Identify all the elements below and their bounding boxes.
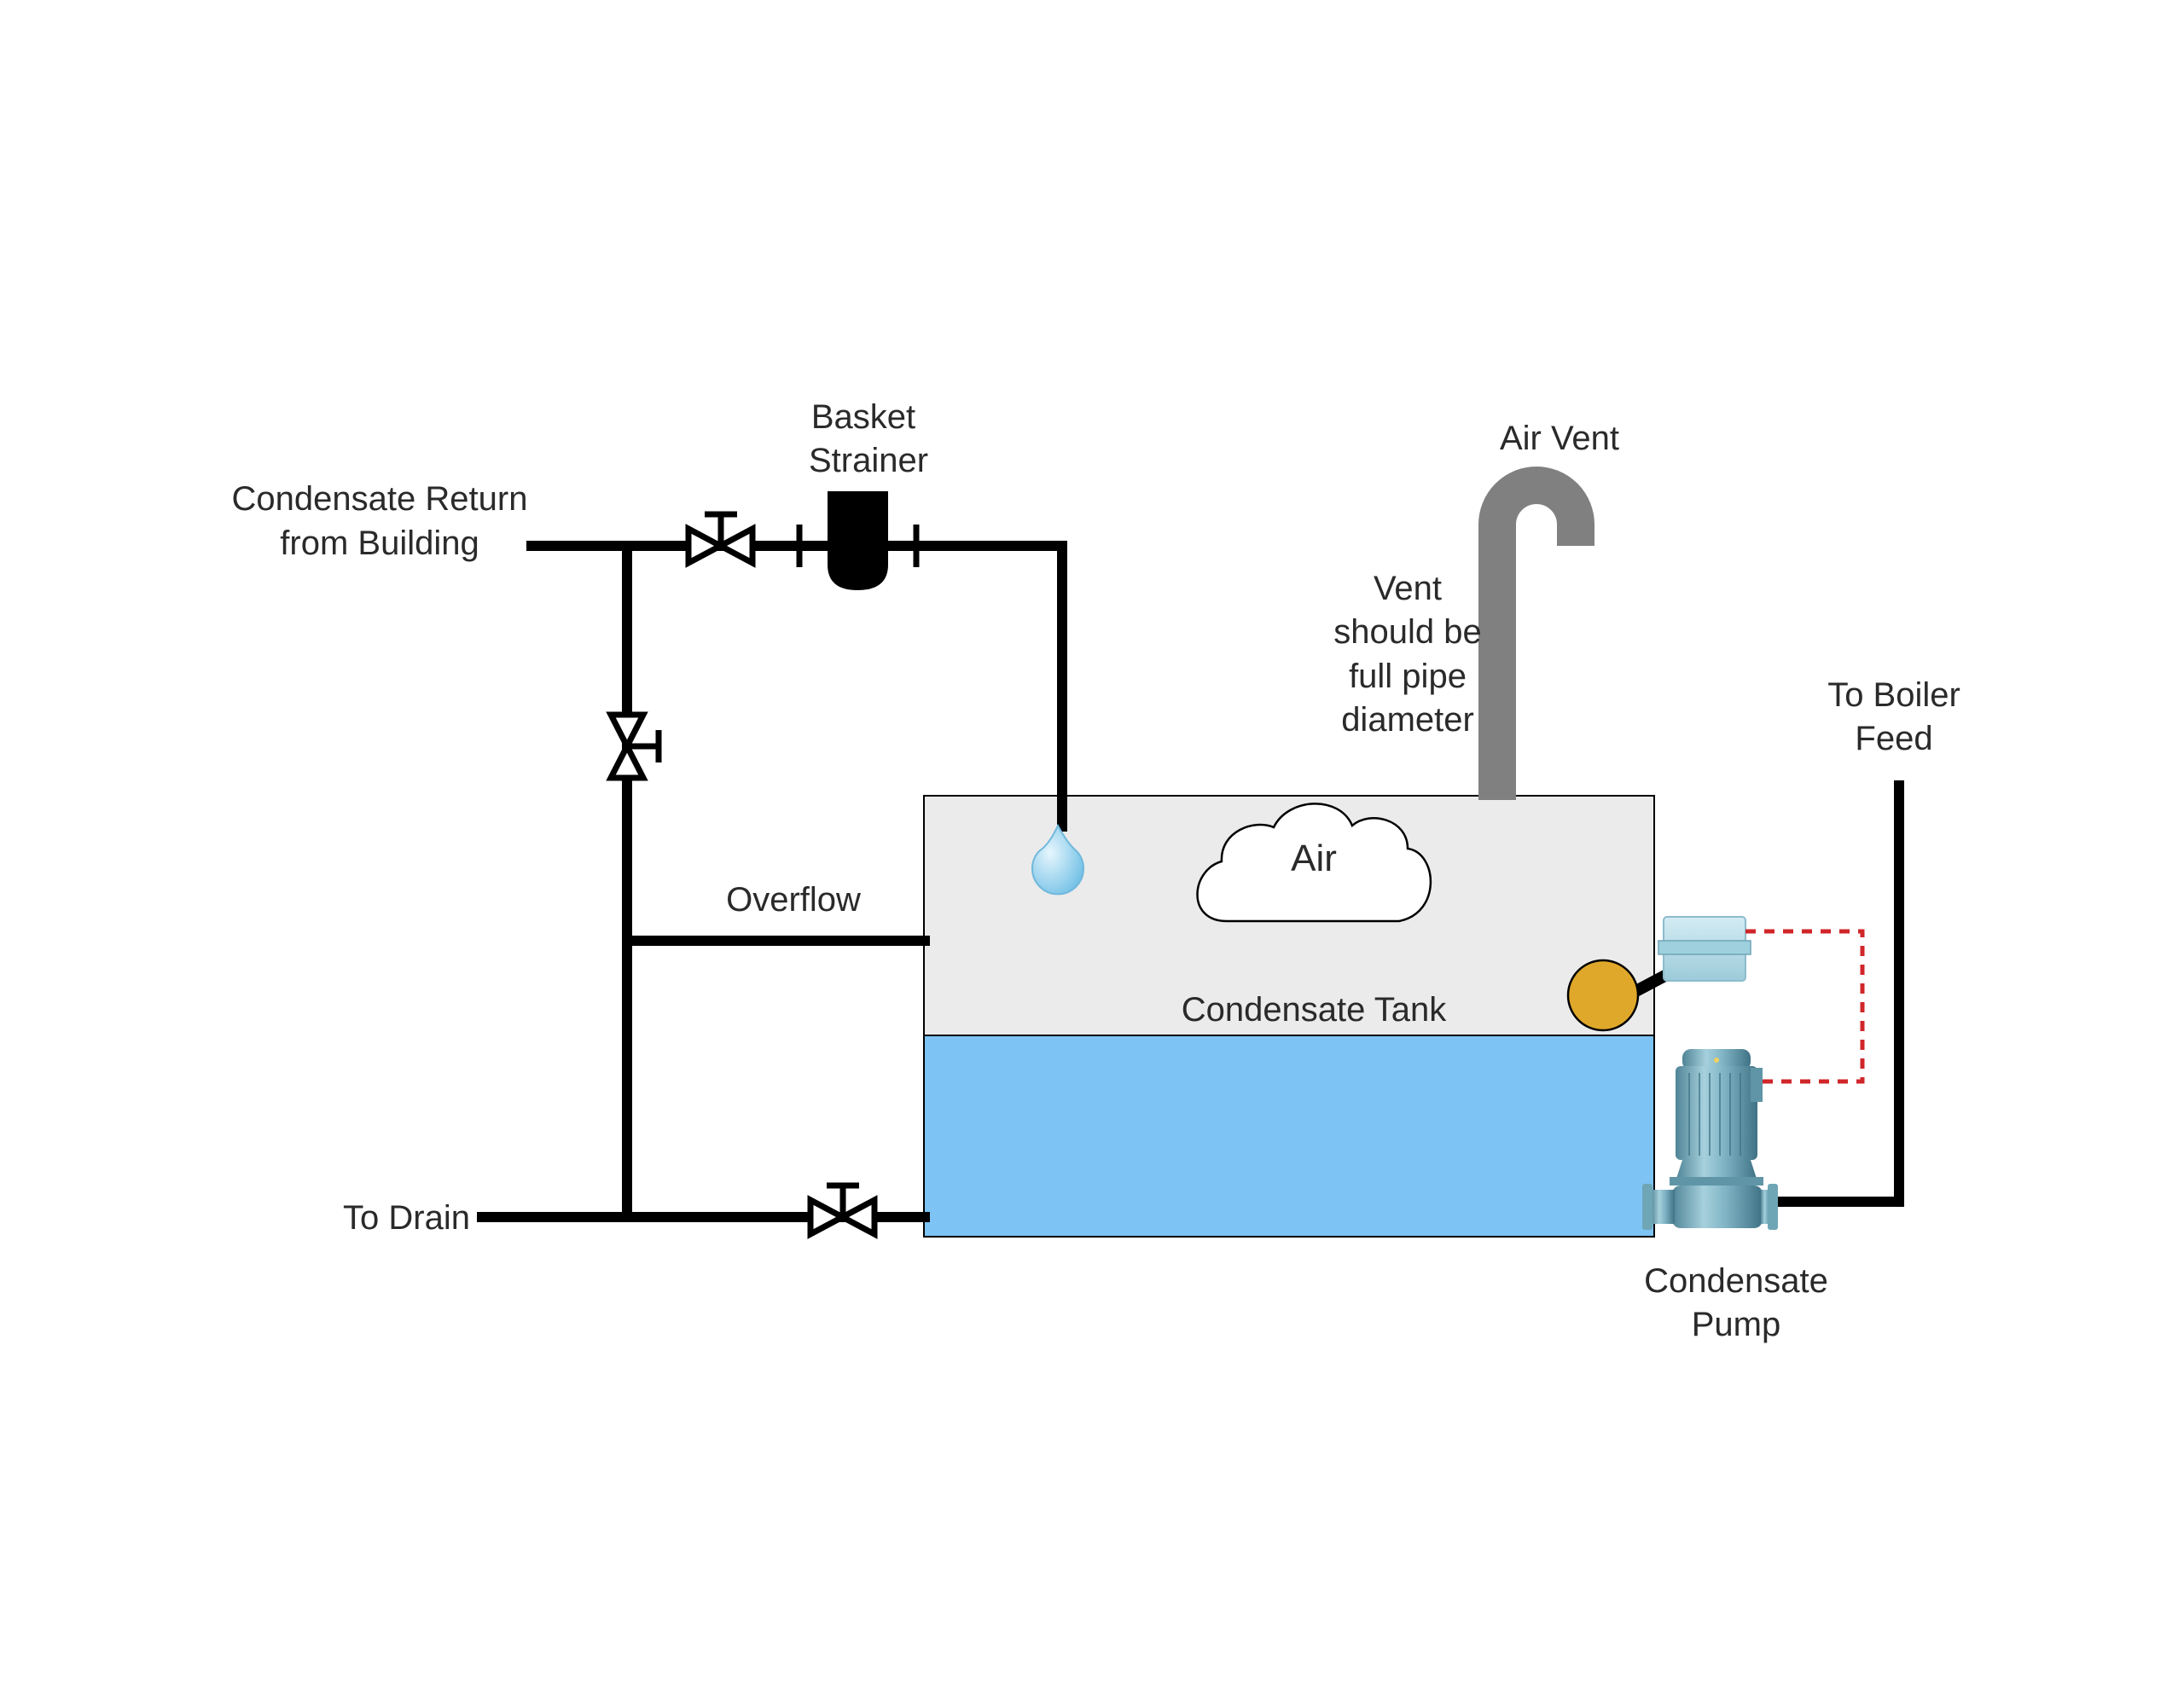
- gate-valve-icon: [807, 1182, 878, 1239]
- cloud-icon: [1196, 803, 1432, 923]
- water-droplet-icon: [1031, 823, 1084, 896]
- condensate-return-label: Condensate Return: [232, 480, 528, 518]
- pump-icon: [1642, 1049, 1778, 1230]
- control-wire: [1745, 929, 1865, 1084]
- overflow-label: Overflow: [726, 881, 861, 919]
- float-ball: [1566, 959, 1640, 1032]
- air-vent-pipe: [1478, 467, 1594, 800]
- condensate-return-label-line2: from Building: [280, 525, 479, 562]
- to-boiler-feed-label: To Boiler: [1827, 676, 1960, 714]
- condensate-tank-label: Condensate Tank: [1182, 991, 1448, 1029]
- tank-water: [923, 1035, 1655, 1238]
- gate-valve-icon: [685, 511, 756, 568]
- basket-strainer-icon: [796, 491, 920, 590]
- air-label: Air: [1291, 838, 1337, 879]
- condensate-pump-label-line2: Pump: [1692, 1306, 1781, 1343]
- vent-note-label-line3: full pipe: [1349, 658, 1467, 695]
- condensate-pump-label: Condensate: [1644, 1262, 1828, 1300]
- vent-note-label: Vent: [1374, 570, 1442, 607]
- to-drain-label: To Drain: [343, 1199, 470, 1237]
- basket-strainer-label-line2: Strainer: [809, 442, 928, 479]
- gate-valve-icon: [606, 711, 662, 781]
- air-vent-label: Air Vent: [1500, 420, 1619, 457]
- vent-note-label-line2: should be: [1333, 613, 1481, 651]
- labels: Condensate Return from Building Basket S…: [232, 398, 1960, 1343]
- float-switch-icon: [1566, 916, 1751, 1032]
- to-boiler-feed-label-line2: Feed: [1855, 720, 1932, 757]
- vent-note-label-line4: diameter: [1341, 701, 1474, 739]
- basket-strainer-label: Basket: [811, 398, 915, 436]
